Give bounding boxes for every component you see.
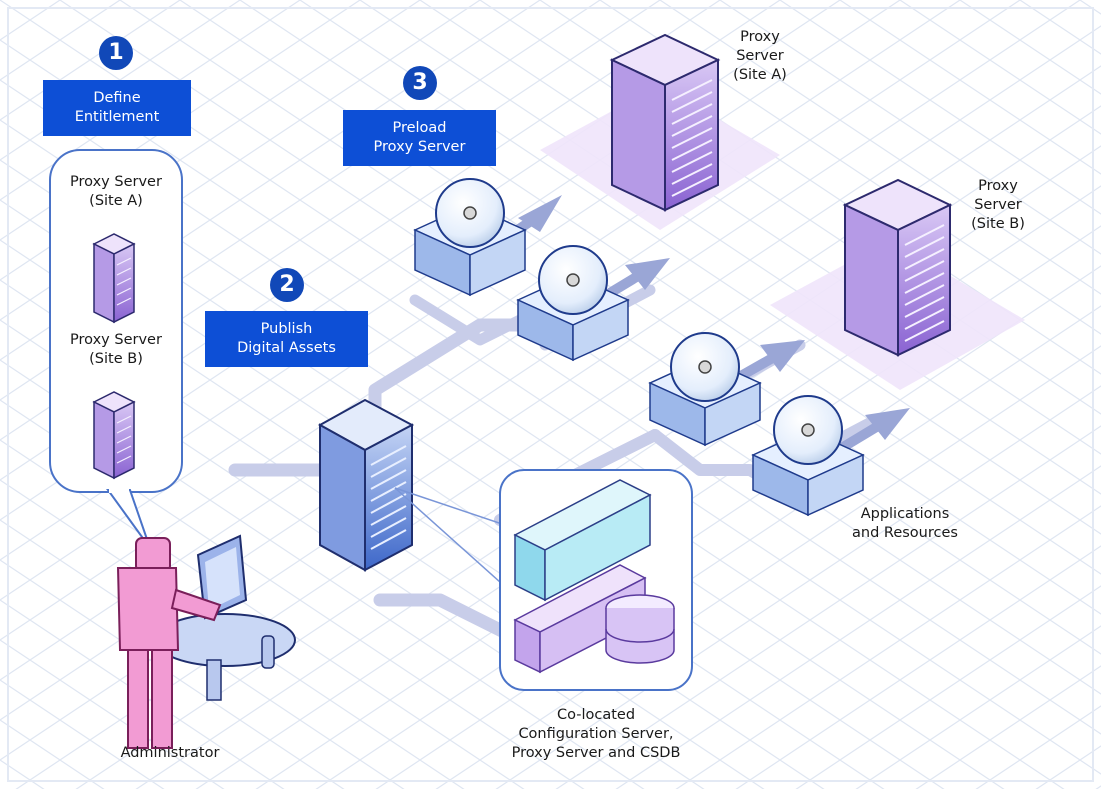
- mini-server-site-a: [92, 233, 136, 324]
- step-2-line-2: Digital Assets: [237, 340, 336, 356]
- callout-site-a-label: Proxy Server (Site A): [55, 173, 177, 211]
- callout-site-b-line-1: Proxy Server: [70, 332, 162, 348]
- central-server: [317, 398, 415, 572]
- proxy-b-line-3: (Site B): [971, 216, 1025, 232]
- administrator-label: Administrator: [120, 745, 220, 761]
- proxy-a-label: Proxy Server (Site A): [725, 28, 795, 85]
- disc-tray-3: [648, 332, 762, 447]
- callout-site-b-label: Proxy Server (Site B): [55, 331, 177, 369]
- proxy-server-site-a: [609, 33, 721, 212]
- step-3-badge: 3: [403, 66, 437, 100]
- step-3-line-1: Preload: [392, 120, 447, 136]
- callout-site-b-line-2: (Site B): [89, 351, 143, 367]
- disc-tray-4: [751, 395, 865, 517]
- colocated-callout: [499, 469, 693, 691]
- colocated-line-1: Co-located: [556, 707, 636, 723]
- proxy-a-line-2: Server: [736, 48, 784, 64]
- mini-server-site-b: [92, 391, 136, 480]
- proxy-b-line-2: Server: [974, 197, 1022, 213]
- callout-site-a-line-2: (Site A): [89, 193, 143, 209]
- proxy-server-site-b: [842, 178, 953, 357]
- applications-line-2: and Resources: [852, 525, 958, 541]
- disc-tray-1: [413, 178, 527, 297]
- proxy-b-label: Proxy Server (Site B): [960, 177, 1036, 234]
- step-1-line-1: Define: [93, 90, 141, 106]
- colocated-label: Co-located Configuration Server, Proxy S…: [490, 706, 702, 763]
- step-1-line-2: Entitlement: [74, 109, 160, 125]
- proxy-a-line-1: Proxy: [740, 29, 780, 45]
- proxy-b-line-1: Proxy: [978, 178, 1018, 194]
- step-2-line-1: Publish: [260, 321, 313, 337]
- colocated-line-3: Proxy Server and CSDB: [511, 745, 681, 761]
- disc-tray-2: [516, 245, 630, 362]
- step-2-badge: 2: [270, 268, 304, 302]
- step-3-line-2: Proxy Server: [373, 139, 466, 155]
- applications-line-1: Applications: [860, 506, 950, 522]
- proxy-a-line-3: (Site A): [733, 67, 787, 83]
- step-1-badge: 1: [99, 36, 133, 70]
- applications-label: Applications and Resources: [840, 505, 970, 543]
- colocated-line-2: Configuration Server,: [518, 726, 674, 742]
- callout-site-a-line-1: Proxy Server: [70, 174, 162, 190]
- administrator-figure: [116, 534, 296, 749]
